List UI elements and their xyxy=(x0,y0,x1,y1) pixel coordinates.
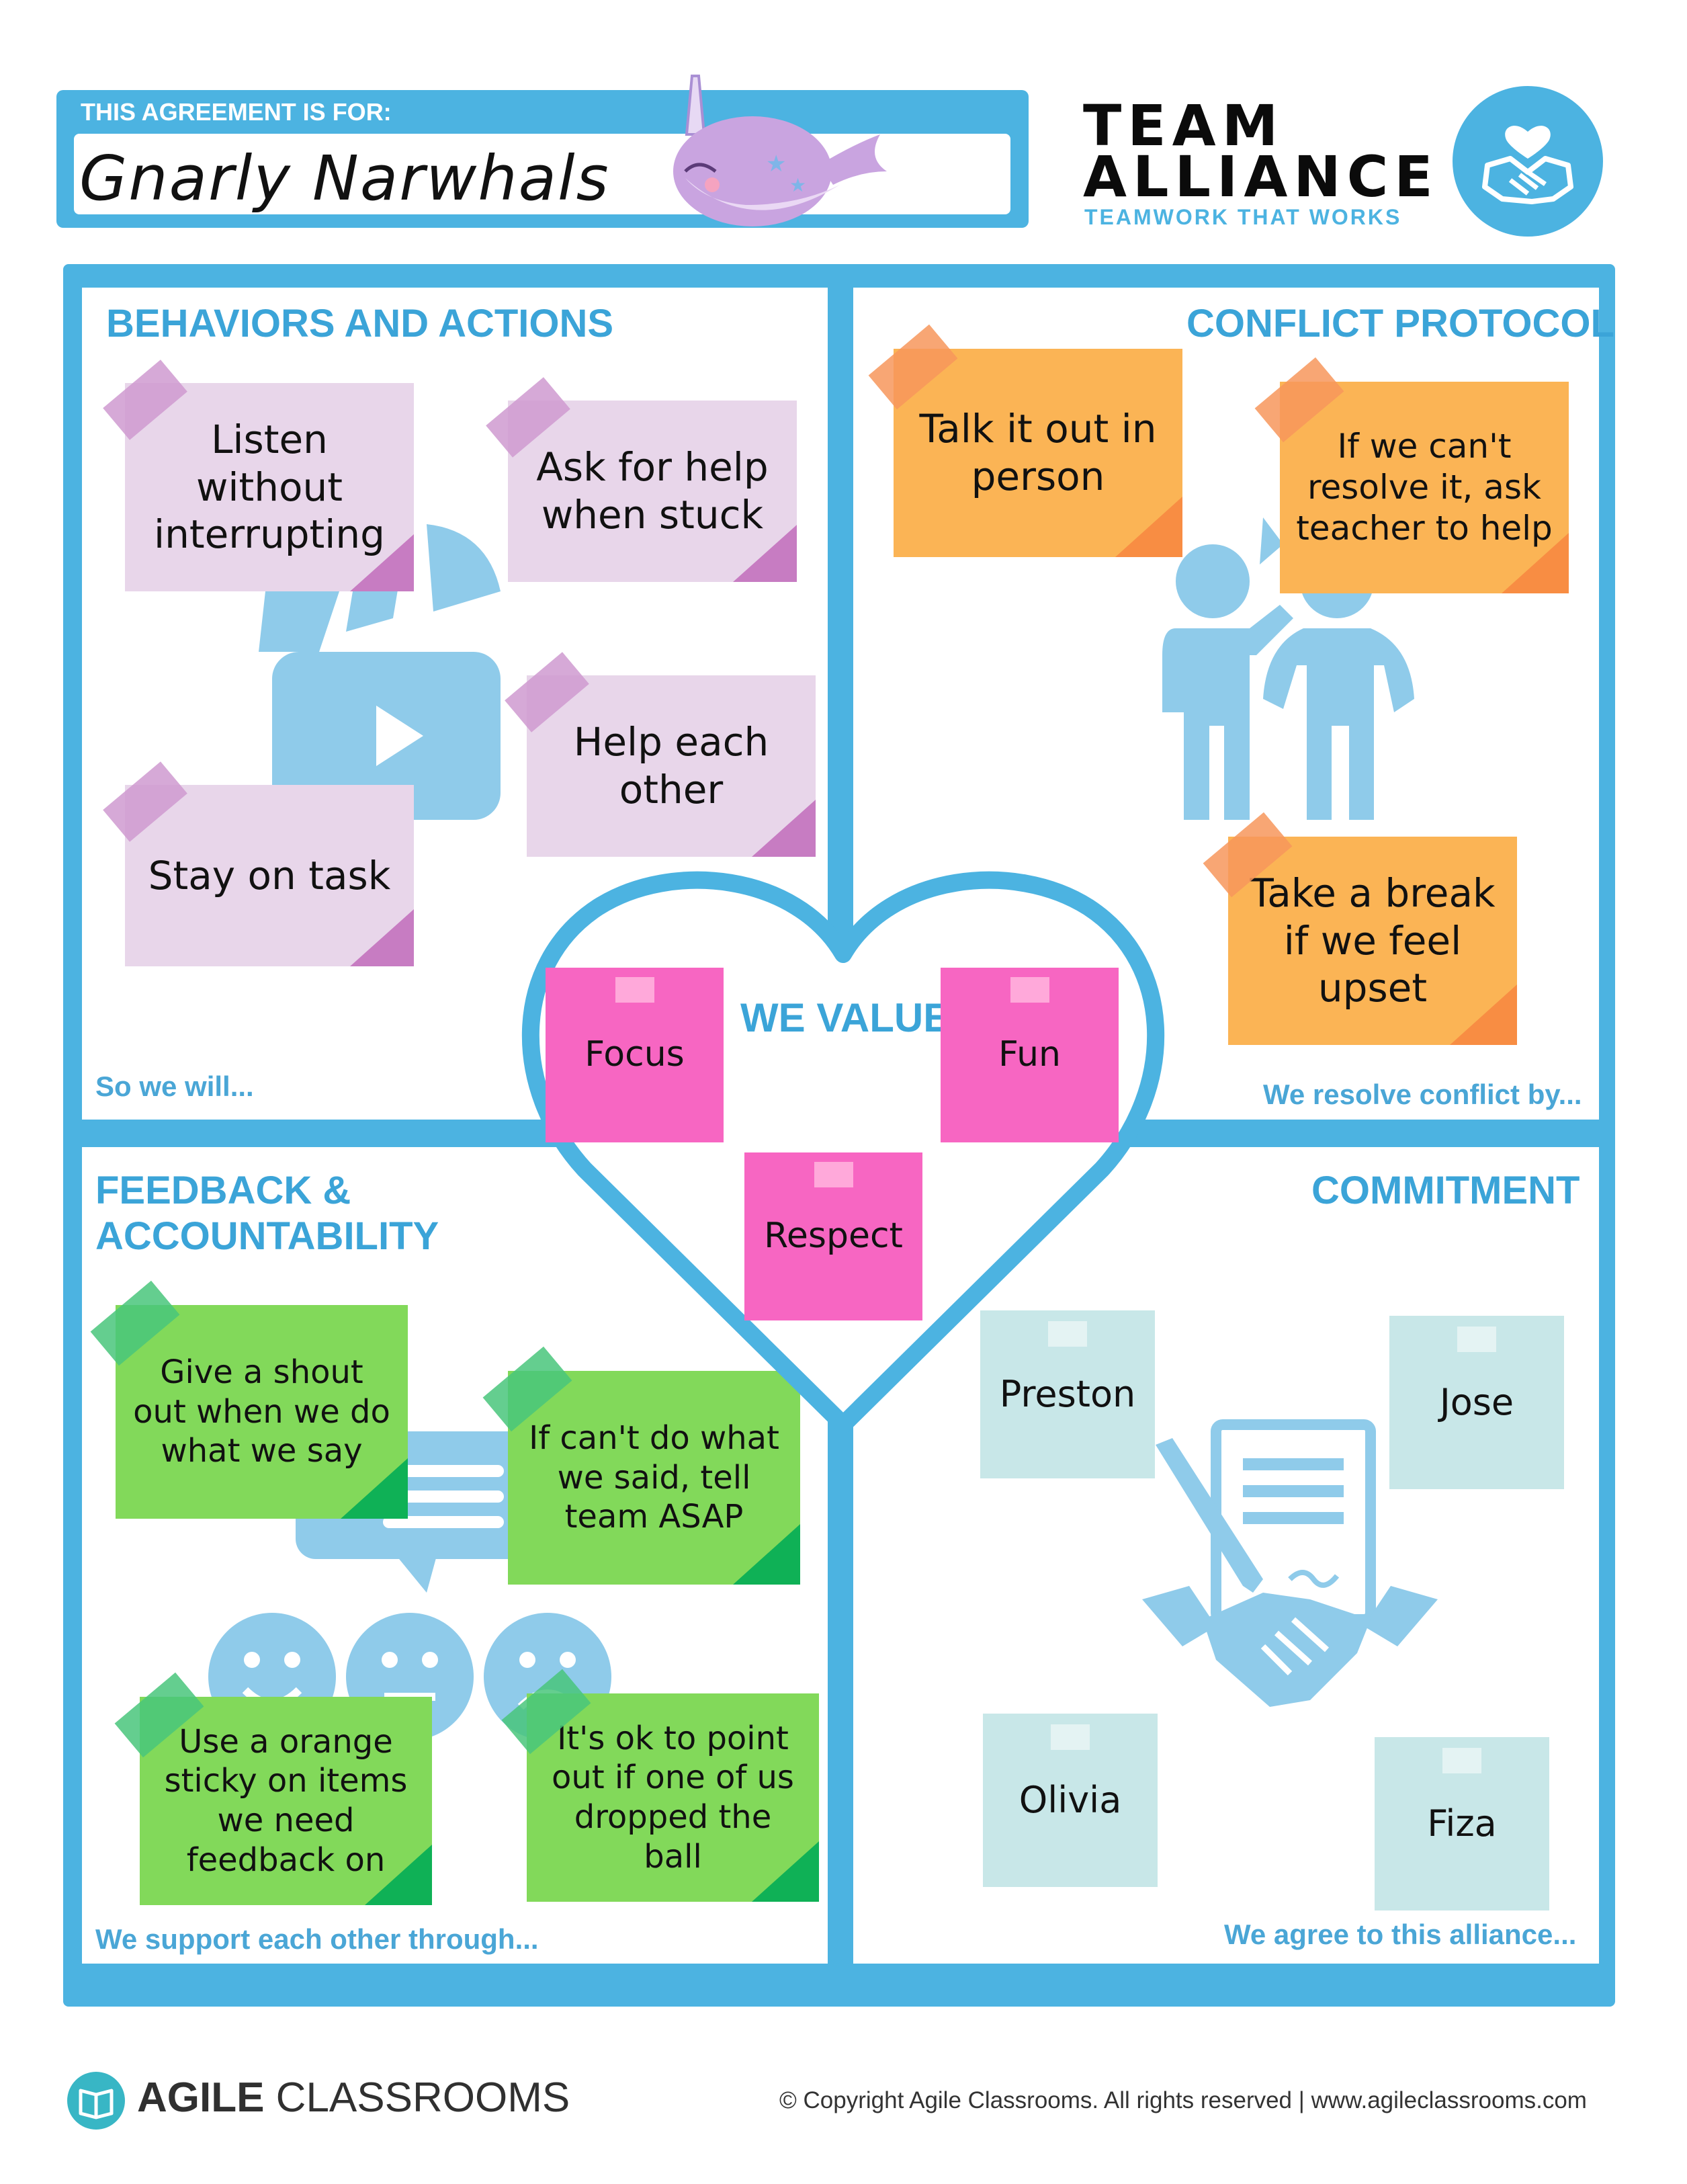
feedback-note: If can't do what we said, tell team ASAP xyxy=(482,1346,800,1585)
value-note-text: Respect xyxy=(764,1216,903,1257)
feedback-note: Give a shout out when we do what we say xyxy=(90,1280,408,1519)
behavior-note: Help each other xyxy=(505,652,816,857)
footer-brand-light: CLASSROOMS xyxy=(264,2074,570,2121)
svg-text:★: ★ xyxy=(766,151,786,177)
heart-shape xyxy=(521,871,1165,1433)
commitment-name-note: Olivia xyxy=(983,1714,1158,1887)
value-note: Focus xyxy=(546,968,724,1142)
behavior-note-text: Stay on task xyxy=(148,852,391,898)
value-note: Fun xyxy=(941,968,1119,1142)
feedback-title: FEEDBACK & ACCOUNTABILITY xyxy=(95,1168,439,1259)
behavior-note-text: Help each other xyxy=(573,719,769,812)
commitment-name: Olivia xyxy=(1019,1779,1122,1822)
clapperboard-icon xyxy=(259,524,501,820)
logo-circle xyxy=(1453,86,1603,237)
feedback-note-text: Use a orange sticky on items we need fee… xyxy=(164,1722,408,1879)
handshake-heart-icon xyxy=(1482,126,1573,204)
agreement-label: THIS AGREEMENT IS FOR: xyxy=(81,98,392,126)
we-value-title: WE VALUE xyxy=(740,995,951,1040)
feedback-note-text: Give a shout out when we do what we say xyxy=(133,1353,390,1470)
footer-brand-bold: AGILE xyxy=(137,2074,265,2121)
conflict-note: Take a break if we feel upset xyxy=(1203,812,1517,1045)
behavior-note: Stay on task xyxy=(103,761,414,966)
feedback-title-line1: FEEDBACK & xyxy=(95,1169,351,1212)
svg-text:★: ★ xyxy=(789,174,806,196)
title-line1: TEAM xyxy=(1083,93,1285,159)
commitment-name-note: Fiza xyxy=(1375,1737,1549,1910)
behavior-note: Ask for help when stuck xyxy=(486,377,797,582)
feedback-title-line2: ACCOUNTABILITY xyxy=(95,1214,439,1258)
value-note: Respect xyxy=(744,1152,922,1320)
conflict-note-text: Talk it out in person xyxy=(919,406,1157,499)
commitment-name-note: Jose xyxy=(1389,1316,1564,1489)
commitment-footer: We agree to this alliance... xyxy=(1224,1919,1577,1950)
conflict-note-text: If we can't resolve it, ask teacher to h… xyxy=(1296,427,1553,548)
feedback-note-text: If can't do what we said, tell team ASAP xyxy=(529,1419,779,1536)
tagline: TEAMWORK THAT WORKS xyxy=(1084,205,1402,229)
feedback-footer: We support each other through... xyxy=(95,1923,539,1955)
value-note-text: Focus xyxy=(585,1034,685,1075)
commitment-name: Preston xyxy=(999,1373,1136,1416)
copyright-text: © Copyright Agile Classrooms. All rights… xyxy=(779,2087,1587,2113)
footer-logo xyxy=(67,2072,125,2130)
conflict-note-text: Take a break if we feel upset xyxy=(1250,870,1496,1011)
behavior-note-text: Ask for help when stuck xyxy=(536,444,769,538)
behaviors-footer: So we will... xyxy=(95,1070,254,1102)
conflict-title: CONFLICT PROTOCOL xyxy=(1186,302,1614,345)
commitment-name: Fiza xyxy=(1427,1802,1497,1845)
behavior-note: Listen without interrupting xyxy=(103,360,414,591)
contract-handshake-icon xyxy=(1142,1419,1438,1707)
open-book-icon xyxy=(79,2089,114,2119)
commitment-name-note: Preston xyxy=(980,1310,1155,1478)
conflict-note: Talk it out in person xyxy=(868,324,1182,557)
conflict-footer: We resolve conflict by... xyxy=(1263,1079,1582,1110)
behavior-note-text: Listen without interrupting xyxy=(154,416,385,558)
feedback-note: It's ok to point out if one of us droppe… xyxy=(501,1669,819,1902)
team-name: Gnarly Narwhals xyxy=(79,142,610,214)
behaviors-title: BEHAVIORS AND ACTIONS xyxy=(106,302,614,345)
footer-brand: AGILE CLASSROOMS xyxy=(137,2074,570,2122)
conflict-note: If we can't resolve it, ask teacher to h… xyxy=(1254,357,1569,593)
commitment-name: Jose xyxy=(1439,1381,1514,1424)
value-note-text: Fun xyxy=(998,1034,1061,1075)
commitment-title: COMMITMENT xyxy=(1311,1169,1580,1212)
title-line2: ALLIANCE xyxy=(1083,144,1439,210)
feedback-note: Use a orange sticky on items we need fee… xyxy=(114,1672,432,1905)
feedback-note-text: It's ok to point out if one of us droppe… xyxy=(552,1719,794,1876)
narwhal-icon: ★ ★ xyxy=(673,75,887,226)
